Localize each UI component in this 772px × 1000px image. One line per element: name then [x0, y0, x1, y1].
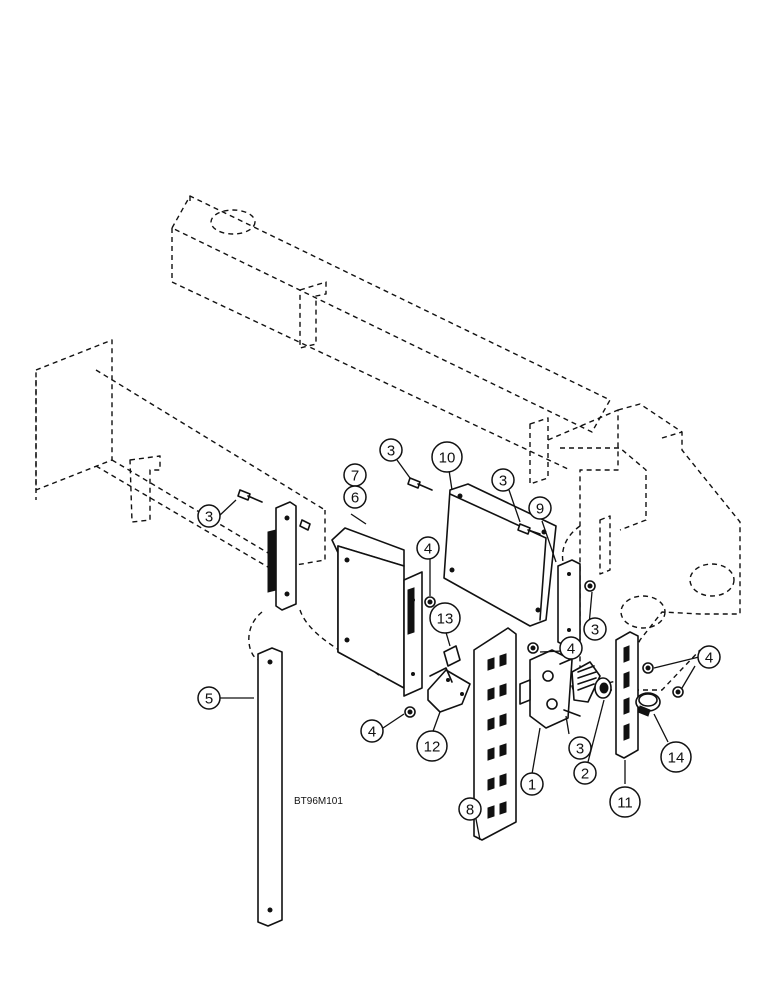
svg-text:6: 6 [351, 490, 359, 507]
svg-text:10: 10 [439, 450, 456, 467]
svg-text:3: 3 [499, 473, 507, 490]
part-14-clamp [635, 692, 661, 717]
callout-13: 13 [429, 602, 461, 634]
part-5-spacer-bar [257, 647, 283, 927]
svg-text:4: 4 [705, 650, 713, 667]
part-2-fitting [571, 661, 612, 703]
svg-text:2: 2 [581, 766, 589, 783]
callout-4-upper: 4 [416, 536, 440, 560]
svg-text:9: 9 [536, 501, 544, 518]
part-9-bar [557, 559, 581, 647]
svg-text:4: 4 [424, 541, 432, 558]
hidden-arc-center [299, 609, 381, 677]
svg-text:11: 11 [617, 795, 633, 812]
callout-11: 11 [609, 786, 641, 818]
part-11-slotted-bar [615, 631, 639, 759]
drawing-code: BT96M101 [294, 796, 343, 807]
callout-1: 1 [520, 772, 544, 796]
callout-7: 7 [343, 463, 367, 487]
callout-3-lower: 3 [568, 736, 592, 760]
part-8-perforated-plate [473, 627, 517, 841]
svg-text:1: 1 [528, 777, 536, 794]
callout-10: 10 [431, 441, 463, 473]
svg-text:13: 13 [437, 611, 454, 628]
callout-3-left: 3 [197, 504, 221, 528]
bolts [237, 477, 581, 717]
callout-3-center: 3 [583, 617, 607, 641]
callout-4-center: 4 [559, 636, 583, 660]
callout-3-right: 3 [491, 468, 515, 492]
callout-2: 2 [573, 761, 597, 785]
svg-text:3: 3 [205, 509, 213, 526]
front-mounting-plate [267, 501, 297, 611]
svg-text:5: 5 [205, 691, 213, 708]
svg-text:8: 8 [466, 802, 474, 819]
callout-4-right: 4 [697, 645, 721, 669]
part-6-7-bracket [331, 527, 423, 697]
callout-6: 6 [343, 485, 367, 509]
callout-4-lower: 4 [360, 719, 384, 743]
svg-text:12: 12 [424, 739, 441, 756]
callout-9: 9 [528, 496, 552, 520]
svg-text:3: 3 [576, 741, 584, 758]
svg-text:4: 4 [567, 641, 575, 658]
svg-text:3: 3 [591, 622, 599, 639]
svg-text:14: 14 [668, 750, 685, 767]
nuts [404, 580, 684, 718]
callout-5: 5 [197, 686, 221, 710]
rear-frame-rail [171, 195, 611, 471]
callout-8: 8 [458, 797, 482, 821]
part-10-plate [443, 483, 557, 627]
part-13-sleeve [429, 645, 461, 683]
callout-3-upper: 3 [379, 438, 403, 462]
callout-12: 12 [416, 730, 448, 762]
svg-text:3: 3 [387, 443, 395, 460]
svg-text:7: 7 [351, 468, 359, 485]
svg-text:4: 4 [368, 724, 376, 741]
callout-14: 14 [660, 741, 692, 773]
